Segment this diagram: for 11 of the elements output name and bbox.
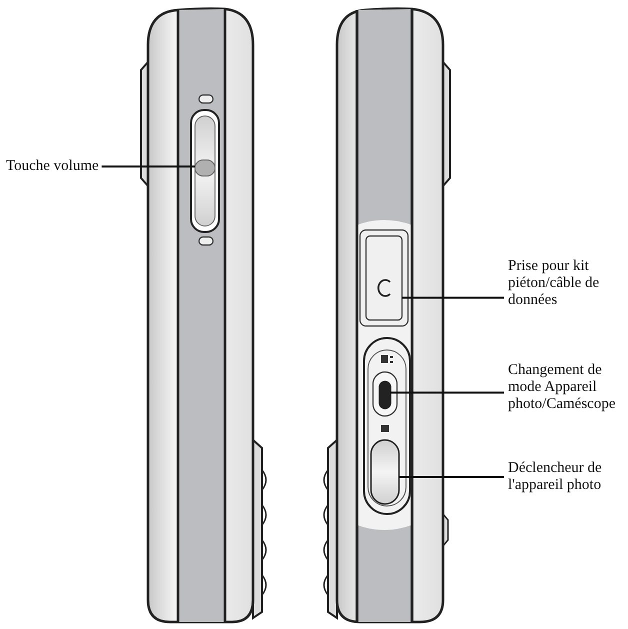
callout-label: Touche volume — [6, 158, 99, 175]
shutter-button — [370, 439, 400, 505]
leader-line — [102, 166, 195, 168]
callout-label: Changement de mode Appareil photo/Caméscope — [508, 362, 626, 413]
leader-line — [402, 296, 504, 299]
leader-line — [390, 392, 504, 394]
mode-switch-slider — [378, 380, 392, 410]
leader-line — [399, 476, 504, 478]
callout-label: Prise pour kit piéton/câble de données — [508, 258, 626, 309]
jack-cover — [365, 235, 403, 321]
callout-label: Déclencheur de l'appareil photo — [508, 460, 626, 494]
